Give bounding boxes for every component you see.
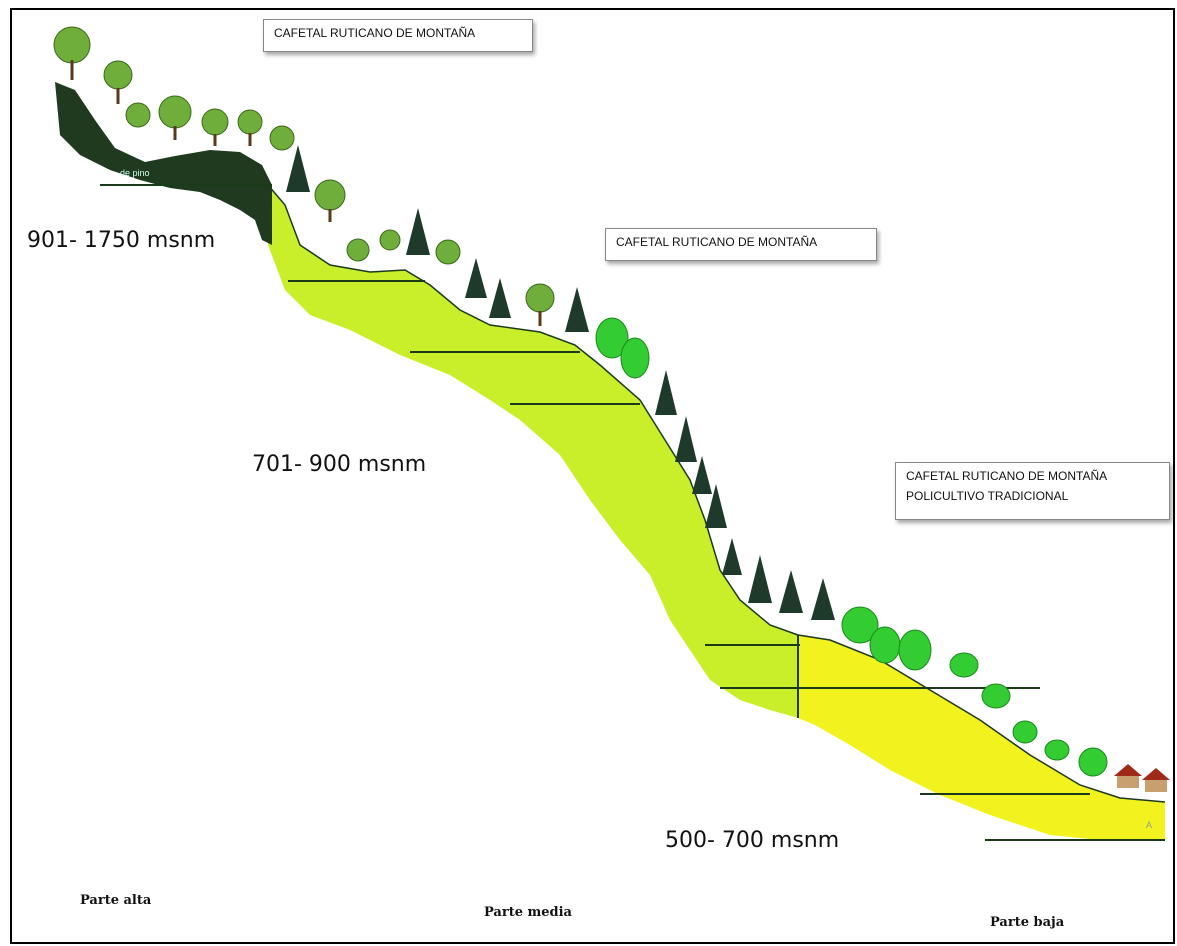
pine-tree-icon <box>286 145 835 620</box>
zone-alta: Parte alta <box>80 893 152 908</box>
broadleaf-tree-icon <box>53 26 555 313</box>
label-box-lower: CAFETAL RUTICANO DE MONTAÑA POLICULTIVO … <box>895 462 1170 520</box>
house-icon <box>1114 764 1170 792</box>
corner-tag: A <box>1146 820 1153 830</box>
bush-icon <box>595 317 1108 777</box>
label-middle-text: CAFETAL RUTICANO DE MONTAÑA <box>616 235 818 249</box>
altitude-high: 901- 1750 msnm <box>27 228 216 253</box>
inner-band-tag: de pino <box>120 168 150 178</box>
diagram-frame <box>10 8 1175 944</box>
label-box-top: CAFETAL RUTICANO DE MONTAÑA <box>263 19 533 52</box>
high-altitude-band <box>55 82 272 245</box>
zone-media: Parte media <box>484 905 572 920</box>
label-top-text: CAFETAL RUTICANO DE MONTAÑA <box>274 26 476 40</box>
label-lower-line1: CAFETAL RUTICANO DE MONTAÑA <box>906 469 1108 483</box>
label-lower-line2: POLICULTIVO TRADICIONAL <box>906 489 1069 503</box>
altitude-mid: 701- 900 msnm <box>252 452 427 477</box>
mid-altitude-band <box>268 185 798 718</box>
label-box-middle: CAFETAL RUTICANO DE MONTAÑA <box>605 228 877 261</box>
tree-trunks <box>70 60 542 326</box>
contour-lines <box>100 184 1165 841</box>
zone-baja: Parte baja <box>990 915 1065 930</box>
altitude-low: 500- 700 msnm <box>665 828 840 853</box>
low-altitude-band <box>798 635 1165 840</box>
